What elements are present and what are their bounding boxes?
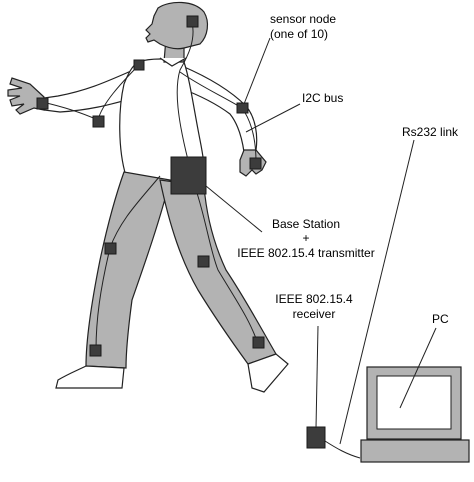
wire-torso-to-right-leg [195, 189, 259, 345]
label-i2c-bus: I2C bus [302, 91, 343, 105]
leader-receiver [315, 325, 319, 429]
receiver-cable [324, 440, 361, 459]
leader-pc [399, 327, 437, 409]
label-sensor-node-line1: sensor node [270, 12, 336, 26]
right-shoe [247, 353, 289, 393]
sensor-nodes [36, 15, 265, 357]
label-receiver-line2: receiver [293, 307, 336, 321]
label-sensor-node-line2: (one of 10) [270, 27, 328, 41]
sensor-node-left-shoulder [133, 59, 145, 71]
sensor-node-right-knee [197, 255, 210, 268]
collar [159, 57, 187, 67]
person-figure [7, 1, 289, 393]
left-leg [85, 171, 171, 369]
sensor-node-right-wrist [249, 157, 262, 170]
sensor-node-left-knee [104, 242, 117, 255]
head [145, 1, 209, 50]
leader-i2c-bus [245, 103, 301, 133]
label-receiver-line1: IEEE 802.15.4 [275, 292, 353, 306]
pc-screen [376, 375, 452, 430]
label-base-station-line3: IEEE 802.15.4 transmitter [237, 246, 374, 260]
sensor-node-left-elbow [92, 115, 105, 128]
label-base-station-line1: Base Station [272, 217, 340, 231]
leader-base-station [205, 185, 263, 233]
leader-sensor-node [243, 37, 271, 105]
left-hand [7, 77, 45, 115]
sensor-node-right-ankle [252, 336, 265, 349]
receiver-box [306, 426, 326, 449]
label-base-station-line2: + [302, 231, 309, 245]
pc-base [360, 439, 470, 463]
leader-lines [205, 37, 437, 445]
leader-rs232 [339, 139, 415, 445]
base-station-box [170, 156, 207, 195]
wire-head-to-torso [176, 21, 194, 161]
pc [360, 366, 470, 463]
right-leg [159, 179, 277, 365]
labels: sensor node (one of 10) I2C bus Rs232 li… [237, 12, 459, 326]
sensor-node-left-wrist [36, 97, 49, 110]
sensor-node-right-shoulder [236, 102, 249, 114]
sensor-node-head [186, 15, 199, 28]
label-pc: PC [432, 312, 449, 326]
left-shoe [55, 365, 125, 389]
label-rs232-link: Rs232 link [402, 125, 459, 139]
sensor-node-left-ankle [89, 344, 102, 357]
